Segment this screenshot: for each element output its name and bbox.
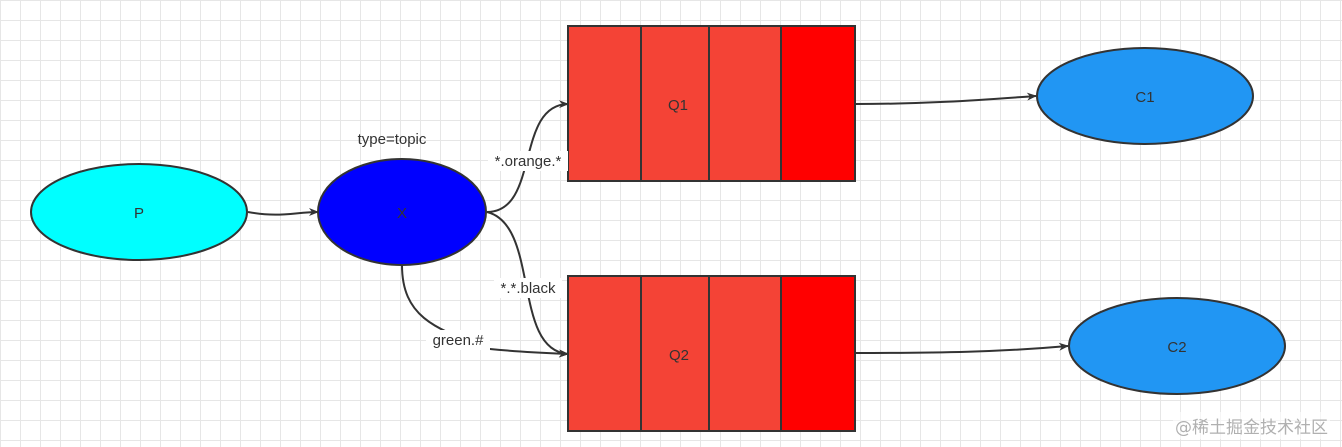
edge-p-to-x [247,208,319,217]
edge-label-black-group: *.*.black [494,278,562,298]
exchange-node: X type=topic [317,131,487,266]
c2-label: C2 [1167,339,1186,356]
q1-label: Q1 [668,97,688,114]
edge-label-green-bg [426,330,490,350]
exchange-label: X [397,205,407,222]
edge-label-green-group: green.# [426,330,490,350]
edge-label-orange: *.orange.* [495,153,562,170]
watermark-text: @稀土掘金技术社区 [1173,412,1330,439]
q2-cell-1 [567,275,642,432]
edge-label-orange-bg [488,151,568,171]
edge-label-green: green.# [433,332,485,349]
q1-cell-3 [708,25,782,182]
q2-cell-2 [640,275,710,432]
producer-label: P [134,205,144,222]
edge-label-orange-group: *.orange.* [488,151,568,171]
q2-cell-3 [708,275,782,432]
exchange-type-label: type=topic [358,131,427,148]
producer-ellipse [30,163,248,261]
consumer-c2: C2 [1068,297,1286,395]
edge-label-black-bg [494,278,562,298]
q2-label: Q2 [669,347,689,364]
q1-cell-4 [780,25,856,182]
q1-cell-1 [567,25,642,182]
q2-cell-4 [780,275,856,432]
c2-ellipse [1068,297,1286,395]
c1-label: C1 [1135,89,1154,106]
edge-label-black: *.*.black [500,280,556,297]
queue-q1: Q1 [567,25,856,182]
exchange-ellipse [317,158,487,266]
edge-q2-to-c2 [854,342,1069,354]
queue-q2: Q2 [567,275,856,432]
consumer-c1: C1 [1036,47,1254,145]
edge-q1-to-c1 [854,92,1037,105]
producer-node: P [30,163,248,261]
c1-ellipse [1036,47,1254,145]
